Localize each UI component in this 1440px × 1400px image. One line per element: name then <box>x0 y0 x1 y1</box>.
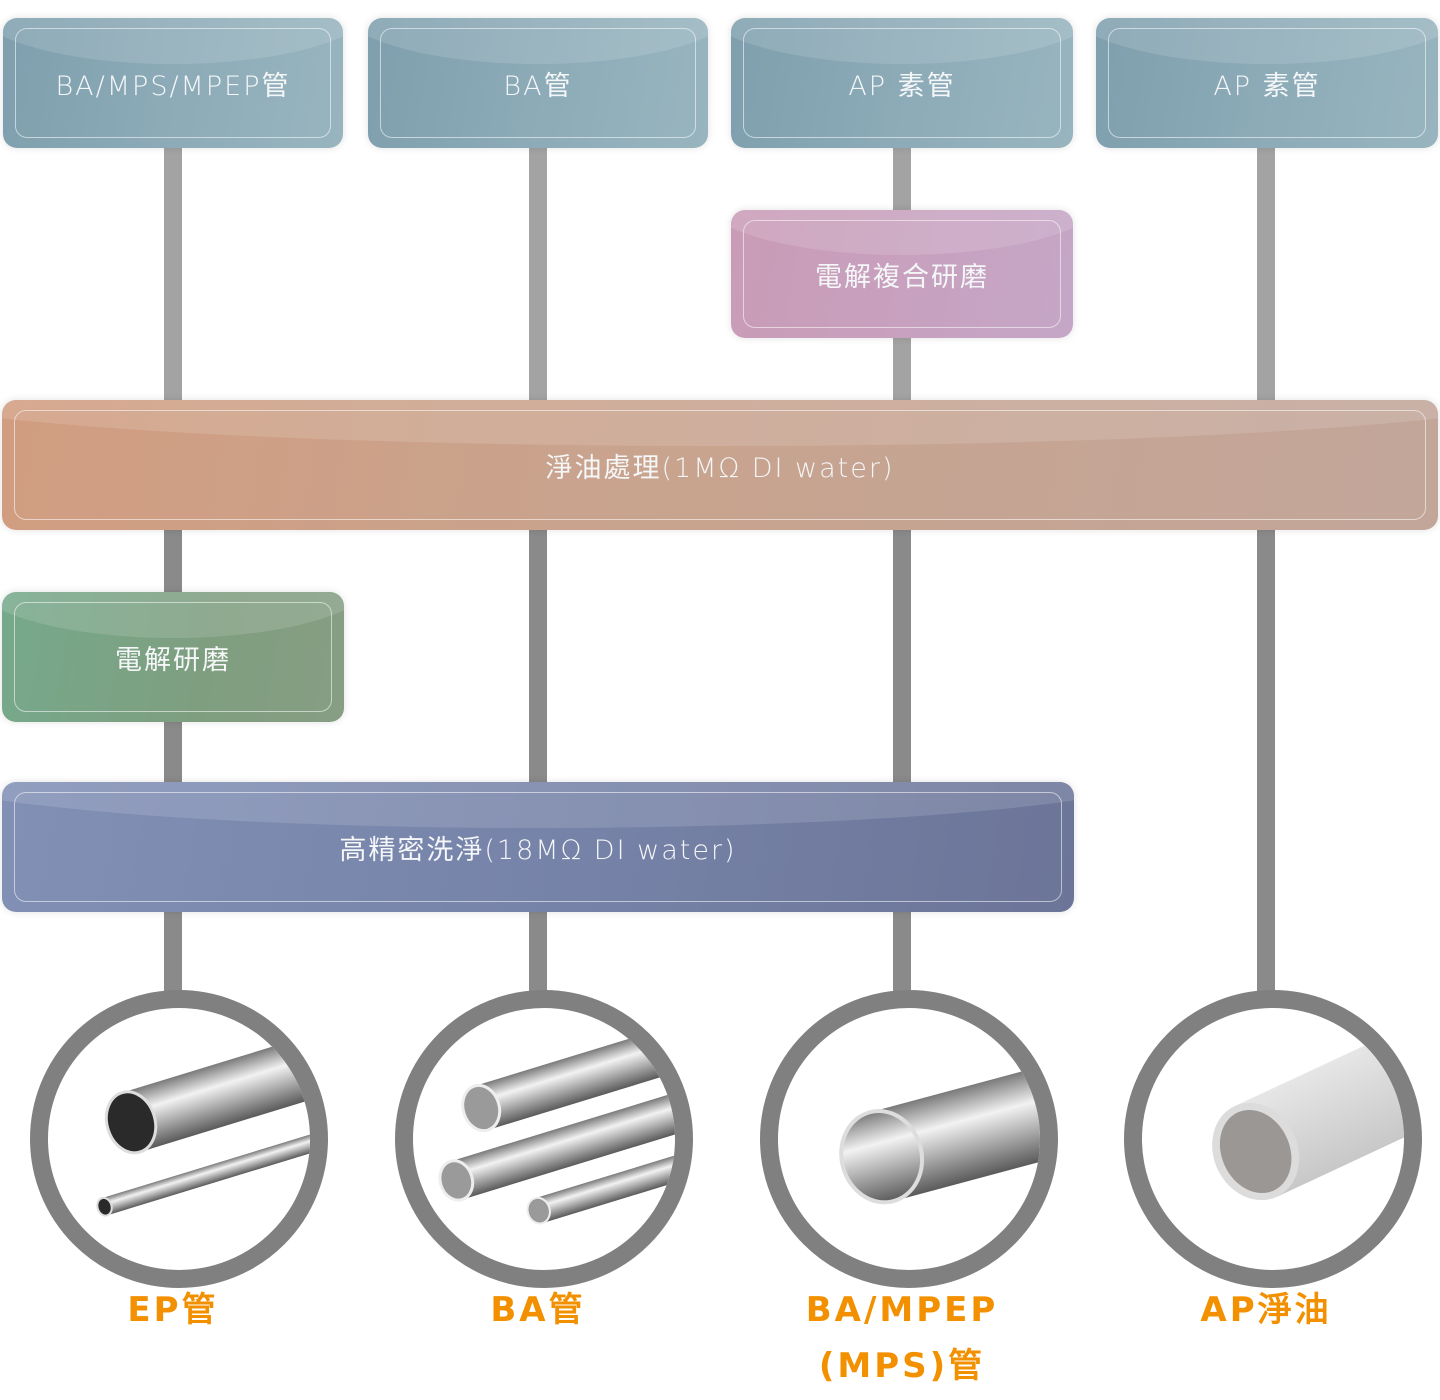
connector-col4-b <box>1257 528 1275 1000</box>
small-tube-body <box>101 1125 310 1216</box>
process-label: 電解研磨 <box>115 644 231 676</box>
connector-col1-d <box>164 910 182 1000</box>
connector-col4-a <box>1257 146 1275 402</box>
source-box-ba-mps-mpep: BA/MPS/MPEP管 <box>3 18 343 148</box>
connector-col3-c <box>893 528 911 784</box>
result-text: AP淨油 <box>1200 1290 1332 1330</box>
source-box-ba: BA管 <box>368 18 708 148</box>
result-text: BA管 <box>490 1290 586 1330</box>
connector-col2-c <box>529 910 547 1000</box>
process-box-composite-electropolish: 電解複合研磨 <box>731 210 1073 338</box>
source-label: AP 素管 <box>848 70 956 102</box>
mpep-tube-image <box>760 990 1058 1288</box>
source-box-ap-raw-1: AP 素管 <box>731 18 1073 148</box>
result-label-mpep: BA/MPEP (MPS)管 <box>752 1282 1052 1394</box>
connector-col3-b <box>893 336 911 402</box>
process-label: 高精密洗淨(18MΩ DI water) <box>339 834 737 866</box>
result-text: EP管 <box>127 1290 219 1330</box>
process-box-precision-clean: 高精密洗淨(18MΩ DI water) <box>2 782 1074 912</box>
ba-tubes-image <box>395 990 693 1288</box>
small-tube-opening <box>96 1196 113 1217</box>
source-label: BA管 <box>503 70 573 102</box>
connector-col3-d <box>893 910 911 1000</box>
process-label: 電解複合研磨 <box>815 261 989 293</box>
process-box-degrease: 淨油處理(1MΩ DI water) <box>2 400 1438 530</box>
connector-col3-a <box>893 146 911 212</box>
process-label: 淨油處理(1MΩ DI water) <box>545 452 895 484</box>
source-label: AP 素管 <box>1213 70 1321 102</box>
large-tube-opening <box>104 1090 158 1155</box>
source-label: BA/MPS/MPEP管 <box>55 70 291 102</box>
result-text-line1: BA/MPEP <box>805 1290 999 1330</box>
source-box-ap-raw-2: AP 素管 <box>1096 18 1438 148</box>
result-label-ep: EP管 <box>23 1282 323 1338</box>
connector-col1-b <box>164 528 182 594</box>
ap-tube-image <box>1124 990 1422 1288</box>
large-tube-body <box>121 1034 310 1152</box>
connector-col1-c <box>164 720 182 784</box>
result-text-line2: (MPS)管 <box>818 1346 986 1386</box>
process-box-electropolish: 電解研磨 <box>2 592 344 722</box>
connector-col2-b <box>529 528 547 784</box>
ep-tube-image <box>30 990 328 1288</box>
connector-col1-a <box>164 146 182 402</box>
connector-col2-a <box>529 146 547 402</box>
result-label-ap: AP淨油 <box>1116 1282 1416 1338</box>
result-label-ba: BA管 <box>388 1282 688 1338</box>
